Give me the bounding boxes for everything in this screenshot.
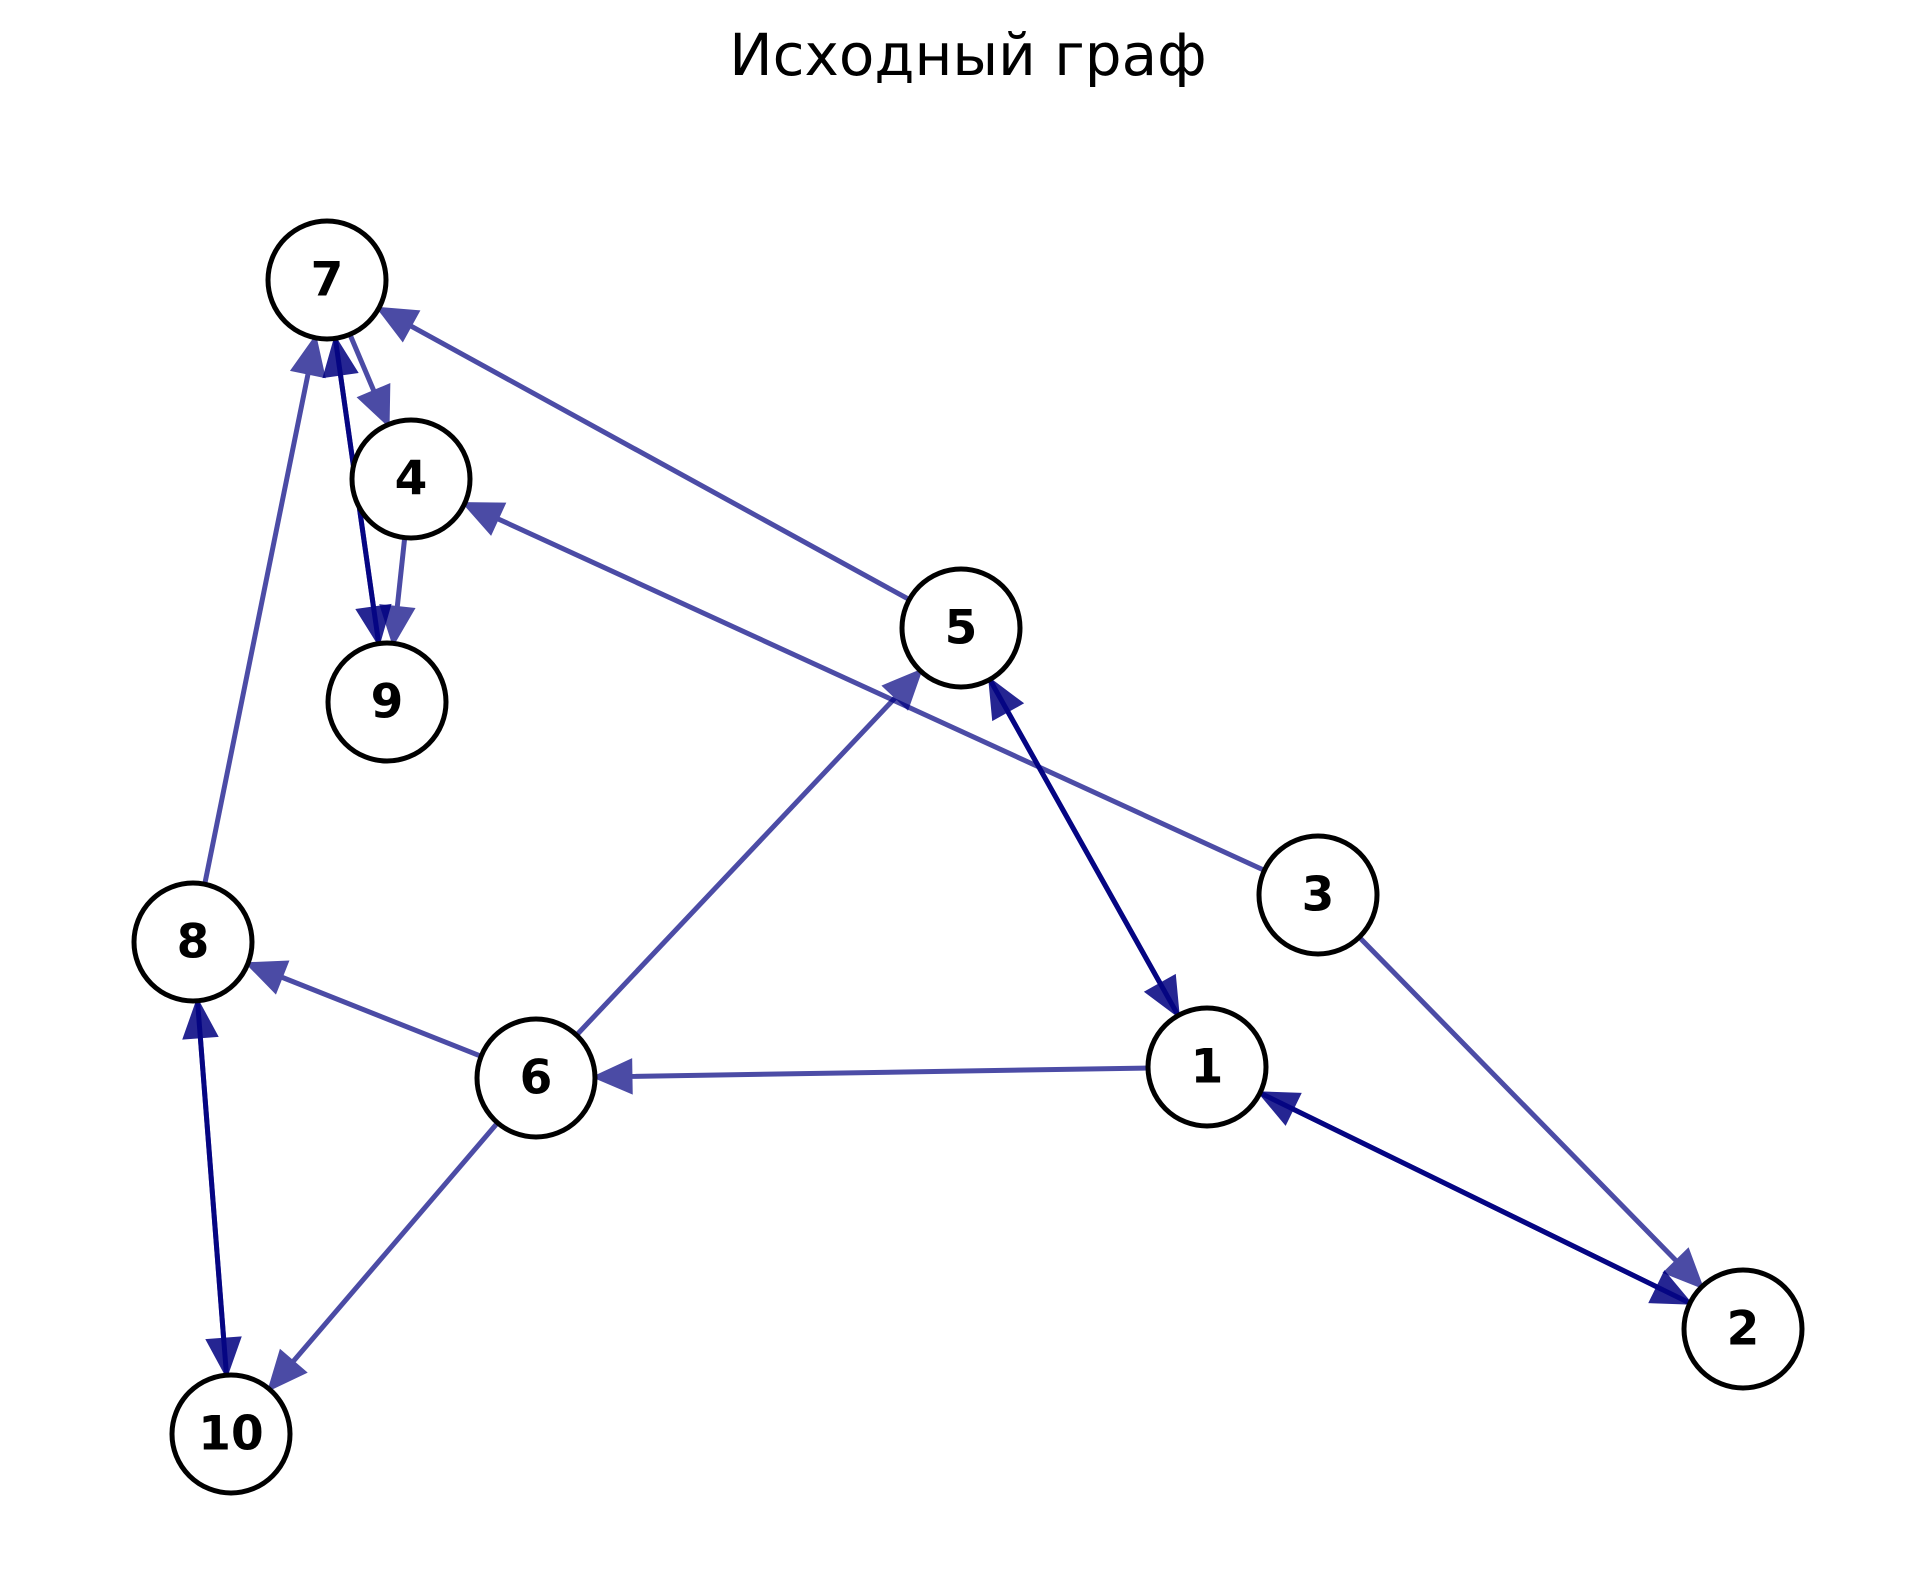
edge-arrowhead: [591, 1058, 633, 1095]
edge-7-to-4: [347, 333, 391, 428]
edge-line: [394, 537, 408, 608]
node-circle: [474, 1016, 598, 1140]
edge-10-to-8: [182, 997, 229, 1376]
node-label: 4: [395, 452, 428, 507]
edge-line: [630, 1065, 1149, 1079]
nodes-layer: 1 2 3 4 5 6 7 8 9 10: [131, 218, 1805, 1496]
node-circle: [349, 417, 473, 541]
edge-arrowhead: [1143, 973, 1181, 1019]
edge-line: [280, 974, 483, 1059]
edges-layer: [182, 306, 1705, 1393]
edge-2-to-1: [1256, 1091, 1692, 1306]
node-circle: [131, 880, 255, 1004]
edge-line: [496, 516, 1266, 873]
edge-3-to-2: [1357, 935, 1705, 1290]
edge-6-to-10: [266, 1121, 500, 1393]
edge-arrowhead: [1662, 1247, 1705, 1290]
edge-arrowhead: [289, 334, 326, 379]
node-5: 5: [899, 566, 1023, 690]
node-circle: [169, 1372, 293, 1496]
edge-arrowhead: [1256, 1091, 1302, 1126]
node-label: 3: [1302, 868, 1335, 923]
node-circle: [899, 566, 1023, 690]
edge-line: [290, 1121, 500, 1364]
edge-line: [409, 323, 911, 602]
node-6: 6: [474, 1016, 598, 1140]
edge-1-to-6: [591, 1058, 1149, 1095]
edge-arrowhead: [379, 604, 416, 647]
node-circle: [265, 218, 389, 342]
edge-arrowhead: [375, 306, 421, 343]
edge-line: [1357, 935, 1679, 1263]
node-1: 1: [1145, 1005, 1269, 1129]
edge-arrowhead: [244, 960, 290, 995]
node-label: 6: [520, 1051, 553, 1106]
node-2: 2: [1681, 1267, 1805, 1391]
edge-line: [202, 372, 311, 885]
edge-line: [1291, 1106, 1692, 1306]
node-label: 1: [1191, 1040, 1224, 1095]
edge-6-to-8: [244, 960, 483, 1059]
edge-3-to-4: [461, 502, 1266, 873]
edge-8-to-7: [202, 334, 326, 885]
node-label: 7: [311, 253, 344, 308]
edge-4-to-9: [379, 537, 416, 647]
node-label: 8: [177, 915, 210, 970]
node-label: 5: [945, 601, 978, 656]
edge-arrowhead: [322, 334, 359, 379]
node-10: 10: [169, 1372, 293, 1496]
edge-arrowhead: [356, 383, 391, 428]
edge-line: [987, 678, 1163, 986]
node-circle: [1145, 1005, 1269, 1129]
diagram-title: Исходный граф: [729, 21, 1206, 89]
edge-line: [347, 333, 377, 393]
node-label: 2: [1727, 1302, 1760, 1357]
edge-arrowhead: [182, 997, 219, 1040]
node-label: 10: [198, 1407, 263, 1462]
edge-5-to-7: [375, 306, 911, 602]
node-7: 7: [265, 218, 389, 342]
node-label: 9: [371, 675, 404, 730]
edge-5-to-1: [987, 678, 1181, 1019]
edge-line: [197, 1036, 229, 1376]
node-4: 4: [349, 417, 473, 541]
node-3: 3: [1256, 833, 1380, 957]
node-circle: [325, 640, 449, 764]
edge-arrowhead: [881, 668, 924, 711]
edge-arrowhead: [266, 1348, 308, 1393]
node-circle: [1681, 1267, 1805, 1391]
edge-line: [574, 695, 898, 1037]
node-8: 8: [131, 880, 255, 1004]
edge-6-to-5: [574, 668, 924, 1037]
node-circle: [1256, 833, 1380, 957]
node-9: 9: [325, 640, 449, 764]
edge-arrowhead: [461, 502, 507, 536]
